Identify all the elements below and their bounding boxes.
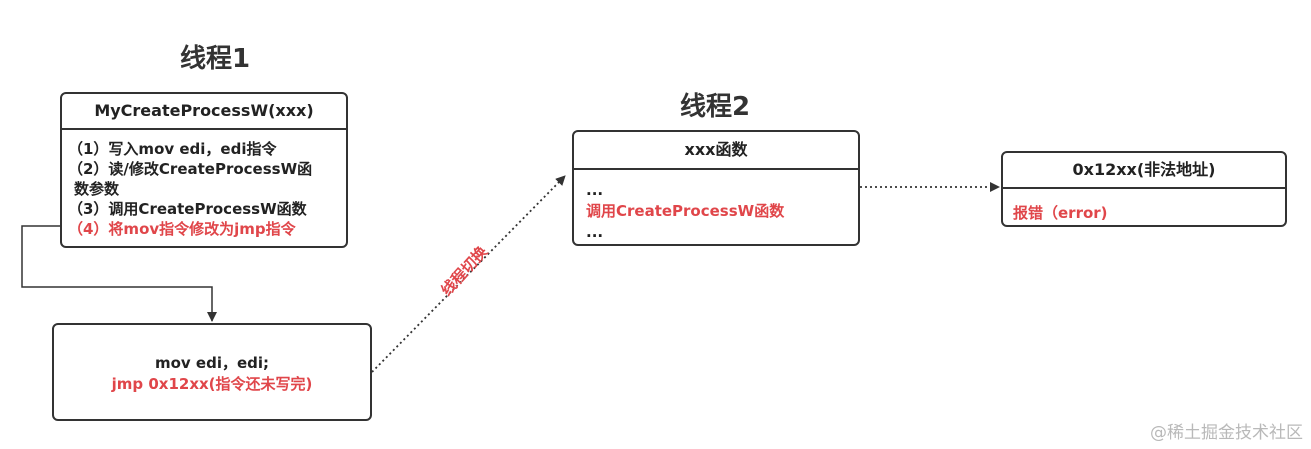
error-text: 报错（error) (1013, 204, 1108, 222)
thread2-line-3: ... (586, 223, 604, 241)
illegal-address-box: 0x12xx(非法地址) 报错（error) (1001, 151, 1287, 227)
step-2-cont: 数参数 (74, 180, 120, 198)
thread2-line-2: 调用CreateProcessW函数 (586, 202, 785, 220)
thread2-title: 线程2 (680, 92, 751, 122)
code-line-jmp: jmp 0x12xx(指令还未写完) (111, 375, 313, 393)
thread1-steps: （1）写入mov edi，edi指令 （2）读/修改CreateProcessW… (62, 130, 346, 239)
step-3: （3）调用CreateProcessW函数 (68, 200, 307, 218)
step-4: （4）将mov指令修改为jmp指令 (68, 220, 296, 238)
code-box: mov edi，edi; jmp 0x12xx(指令还未写完) (52, 323, 372, 421)
step-1: （1）写入mov edi，edi指令 (68, 140, 277, 158)
thread-switch-arrow (371, 175, 566, 373)
xxx-function-box: xxx函数 ... 调用CreateProcessW函数 ... (572, 130, 860, 246)
thread1-title: 线程1 (180, 44, 251, 74)
watermark: @稀土掘金技术社区 (1150, 423, 1303, 443)
mycreateprocessw-box: MyCreateProcessW(xxx) （1）写入mov edi，edi指令… (60, 92, 348, 248)
illegal-address-box-title: 0x12xx(非法地址) (1003, 153, 1285, 189)
xxx-function-box-title: xxx函数 (574, 132, 858, 170)
mycreateprocessw-box-title: MyCreateProcessW(xxx) (62, 94, 346, 130)
thread2-line-1: ... (586, 181, 604, 199)
code-line-mov: mov edi，edi; (154, 354, 270, 372)
step-2: （2）读/修改CreateProcessW函 (68, 160, 313, 178)
elbow-connector (21, 225, 217, 322)
